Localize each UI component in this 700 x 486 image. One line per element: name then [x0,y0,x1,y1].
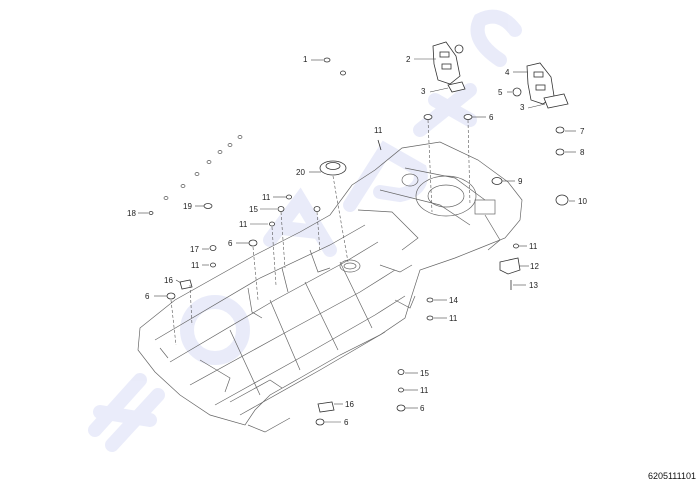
pin-part-11 [426,315,434,321]
pin-part-11 [513,243,519,249]
plug-part-6 [315,418,325,426]
cover-part-20-center [325,162,341,170]
callout-labels: 1 2 3 4 5 3 6 7 8 11 9 20 10 11 15 19 18… [127,55,587,427]
callout-17: 17 [190,245,199,254]
callout-6: 6 [489,113,494,122]
bolt-part-15 [397,369,405,375]
callout-14: 14 [449,296,458,305]
callout-11: 11 [529,242,538,251]
callout-11: 11 [420,386,429,395]
callout-16: 16 [164,276,173,285]
callout-6: 6 [344,418,349,427]
plug-part-17 [209,245,217,251]
floor-panel-assembly [137,141,523,433]
callout-4: 4 [505,68,510,77]
callout-11: 11 [239,220,248,229]
callout-16: 16 [345,400,354,409]
plug-part-6 [423,114,433,120]
callout-10: 10 [578,197,587,206]
plug-part-6 [396,404,406,412]
pin-part-11 [286,194,292,200]
callout-11: 11 [262,193,271,202]
callout-9: 9 [518,177,523,186]
bracket-part-12 [499,257,521,275]
callout-7: 7 [580,127,585,136]
callout-1: 1 [303,55,308,64]
callout-11: 11 [449,314,458,323]
nut-part-10 [555,194,569,206]
bracket-part-2 [432,41,461,85]
plug-part-1 [340,70,346,76]
grommet-part [454,44,464,54]
plug-part-1 [323,57,331,63]
callout-12: 12 [530,262,539,271]
callout-3: 3 [421,87,426,96]
callout-20: 20 [296,168,305,177]
plug-part-6 [463,114,473,120]
bolt-part-15 [277,206,285,212]
nut-part-8 [555,148,565,156]
assembly-lines [170,119,471,346]
callout-3: 3 [520,103,525,112]
pin-part-11 [398,387,404,393]
plug-part-6 [248,239,258,247]
clip-part-3 [447,81,466,93]
brand-watermark-logo [88,9,522,452]
diagram-part-code: 6205111101 [647,471,696,481]
callout-19: 19 [183,202,192,211]
plug-part-6 [166,292,176,300]
leader-lines [138,58,576,423]
callout-5: 5 [498,88,503,97]
nut-part-7 [555,126,565,134]
callout-2: 2 [406,55,411,64]
callout-6: 6 [420,404,425,413]
clip-row [163,135,243,200]
pin-part-18 [148,211,154,215]
pin-part-14 [426,297,434,303]
callout-6: 6 [145,292,150,301]
bracket-part-4 [526,62,555,105]
plug-part [313,206,321,212]
callout-18: 18 [127,209,136,218]
plug-part-9 [491,177,503,185]
callout-6: 6 [228,239,233,248]
pin-part-11 [377,139,382,151]
grommet-part [512,87,522,97]
callout-8: 8 [580,148,585,157]
callout-11: 11 [374,126,383,135]
callout-11: 11 [191,261,200,270]
clip-part-16 [317,401,335,413]
callout-15: 15 [249,205,258,214]
callout-15: 15 [420,369,429,378]
pin-part-11 [210,262,216,268]
pin-part-11 [269,221,275,227]
callout-13: 13 [529,281,538,290]
clip-part-19 [203,203,213,209]
clip-part-3 [543,93,569,109]
clip-part-16 [179,279,193,290]
hardware-parts [148,41,569,426]
